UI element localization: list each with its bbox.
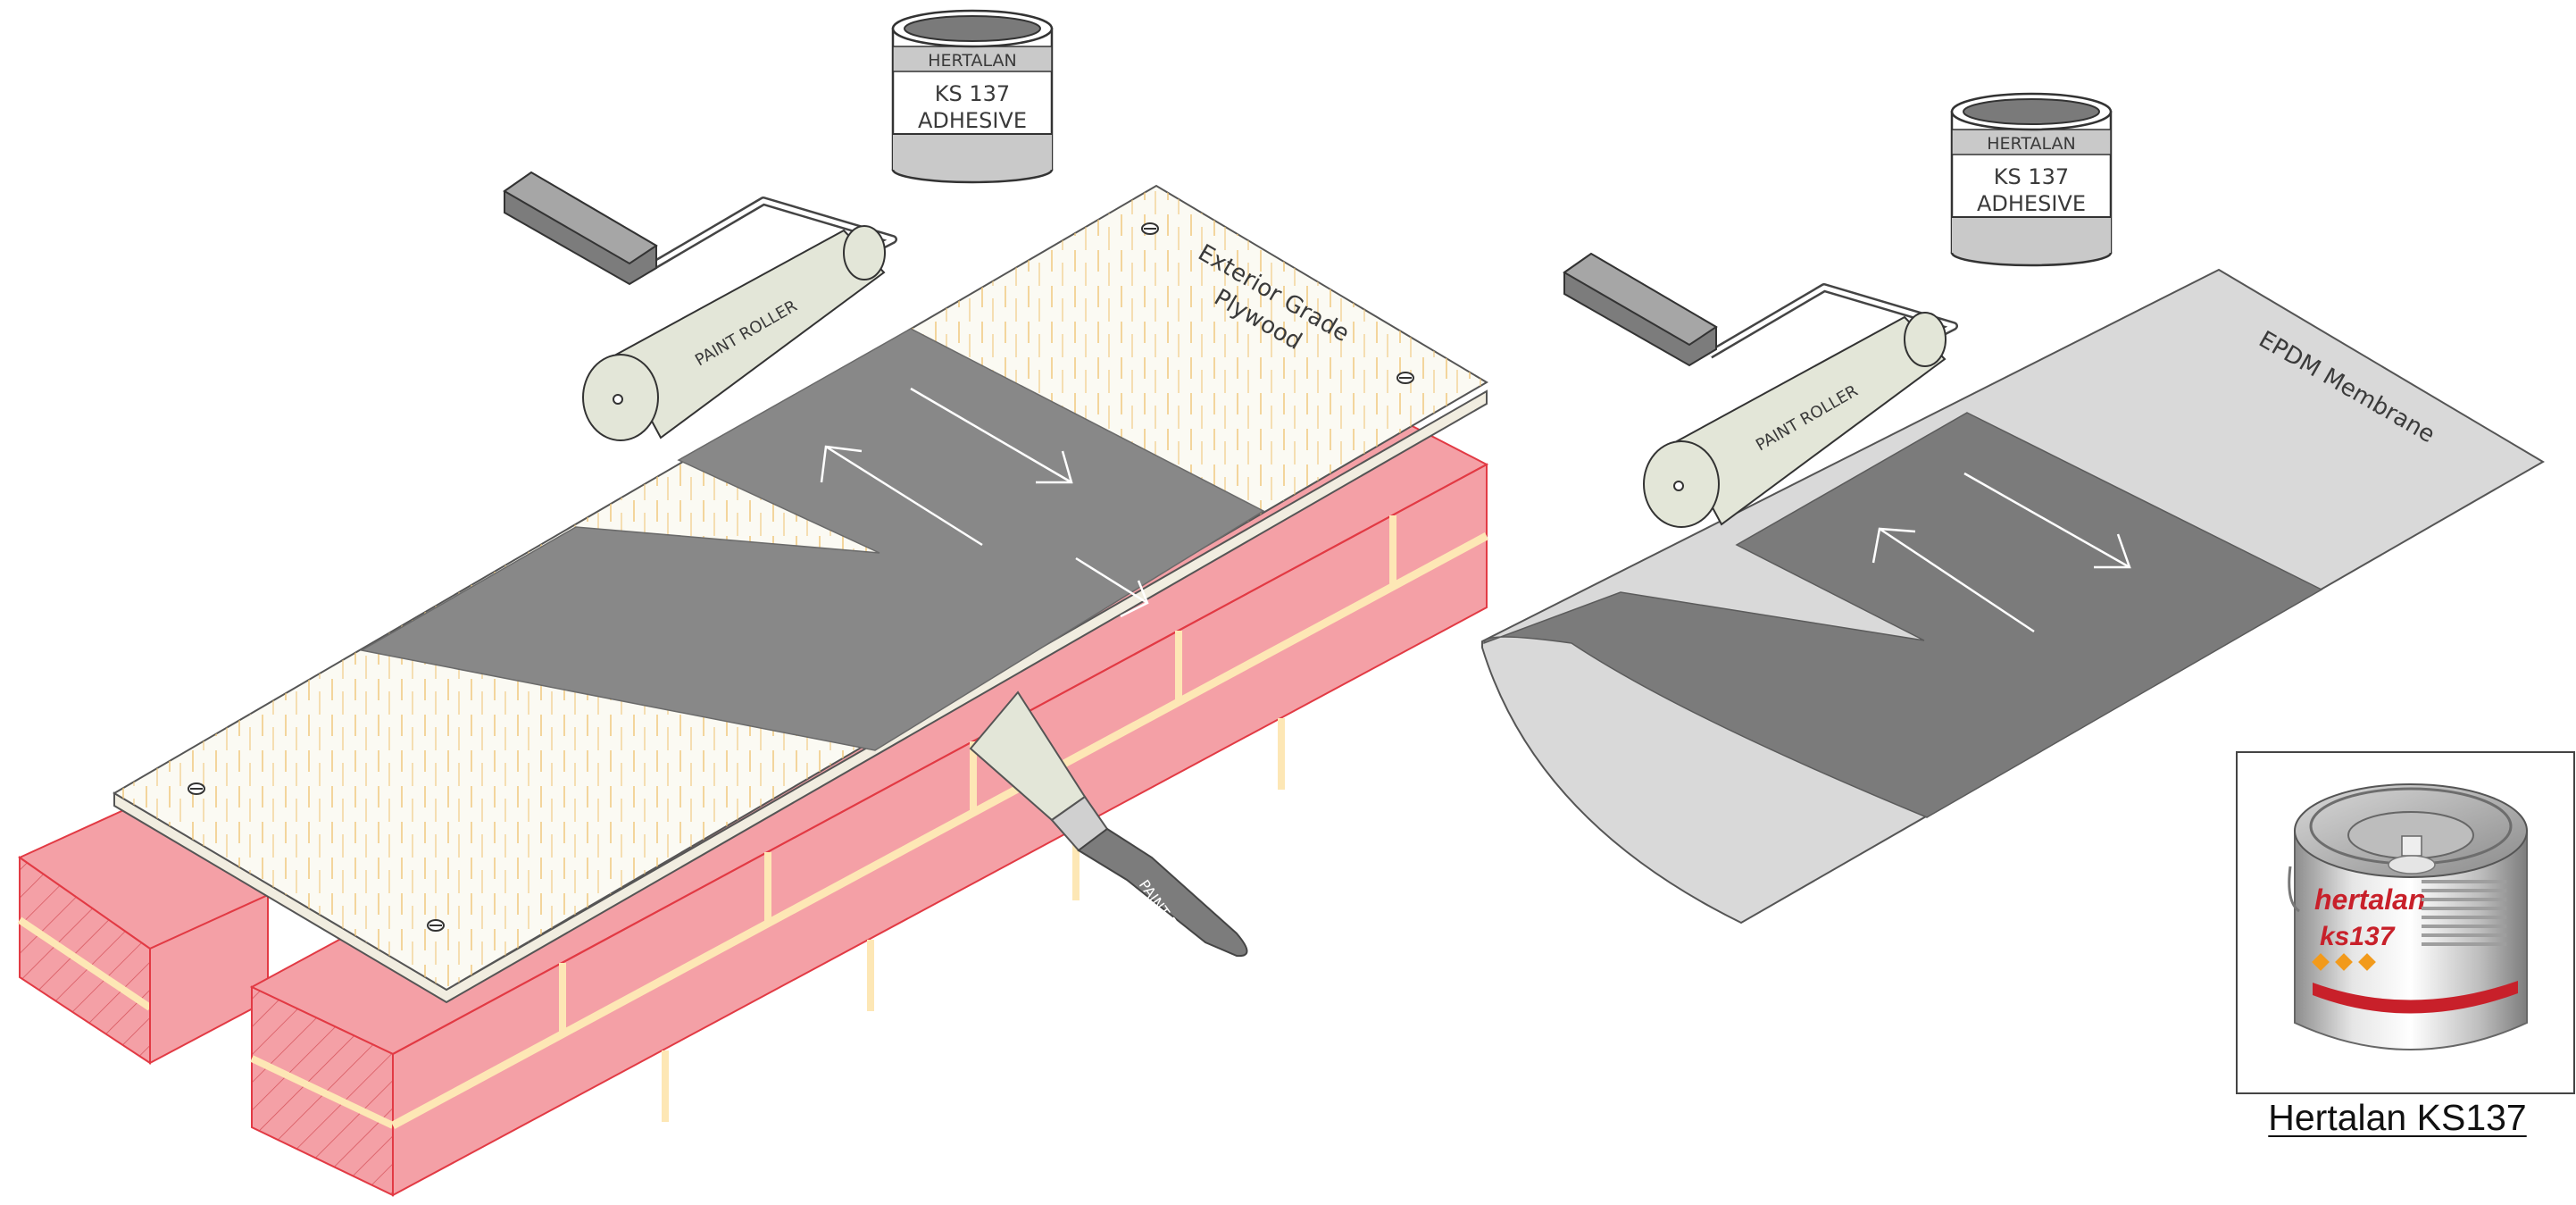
adhesive-tin-left: HERTALAN KS 137 ADHESIVE — [893, 11, 1052, 182]
product-caption: Hertalan KS137 — [2237, 1097, 2558, 1139]
tin-line2: ADHESIVE — [918, 108, 1027, 133]
adhesive-tin-right: HERTALAN KS 137 ADHESIVE — [1952, 94, 2111, 265]
product-can-model: ks137 — [2320, 922, 2396, 951]
tin-brand: HERTALAN — [1987, 134, 2075, 154]
tin-line1: KS 137 — [1994, 164, 2069, 189]
product-photo: hertalan ks137 — [2237, 752, 2574, 1093]
brush-handle — [1079, 829, 1247, 956]
tin-line1: KS 137 — [935, 81, 1010, 106]
tin-line2: ADHESIVE — [1977, 191, 2086, 216]
tin-brand: HERTALAN — [928, 51, 1016, 71]
product-can-image: hertalan ks137 — [2289, 784, 2527, 1050]
product-can-brand: hertalan — [2314, 883, 2425, 916]
